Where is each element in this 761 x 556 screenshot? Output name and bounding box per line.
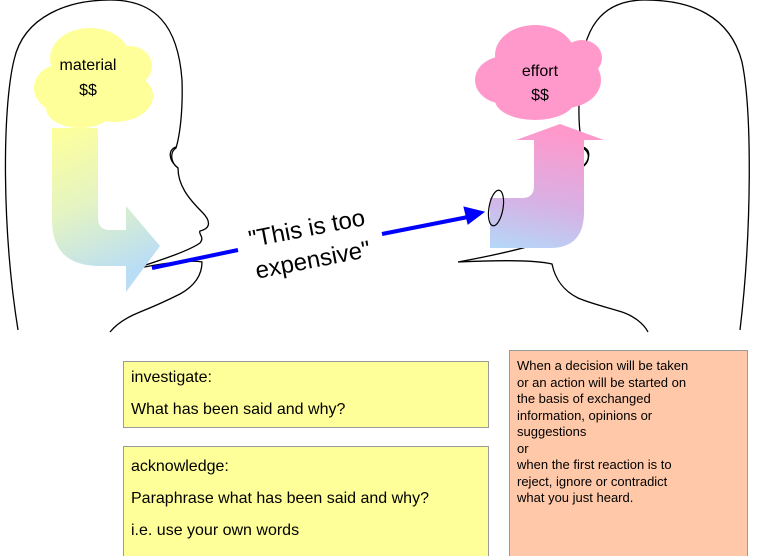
acknowledge-text: Paraphrase what has been said and why? xyxy=(131,490,429,507)
material-value: $$ xyxy=(79,82,97,99)
when-line: When a decision will be taken xyxy=(517,358,689,373)
when-line: suggestions xyxy=(517,424,587,439)
communication-diagram: "This is too expensive" material $$ effo… xyxy=(4,0,750,333)
when-line: information, opinions or xyxy=(517,407,653,423)
material-flow-arrow xyxy=(52,128,160,292)
when-line: reject, ignore or contradict xyxy=(517,473,668,489)
receiver-ear-icon xyxy=(487,189,505,227)
material-label: material xyxy=(60,57,117,74)
effort-label: effort xyxy=(522,63,559,80)
investigate-text: What has been said and why? xyxy=(131,401,346,418)
material-cloud xyxy=(34,28,153,128)
left-head-outline xyxy=(4,0,210,333)
acknowledge-title: acknowledge: xyxy=(131,458,229,475)
message-arrow xyxy=(151,206,486,270)
effort-value: $$ xyxy=(531,87,549,104)
left-ear xyxy=(169,146,179,169)
when-line: what you just heard. xyxy=(517,490,634,505)
investigate-title: investigate: xyxy=(131,369,212,386)
effort-flow-arrow xyxy=(490,124,604,248)
acknowledge-note: i.e. use your own words xyxy=(131,522,300,539)
when-line: or xyxy=(517,440,529,456)
acknowledge-box: acknowledge: Paraphrase what has been sa… xyxy=(123,446,489,556)
when-to-apply-box: When a decision will be taken or an acti… xyxy=(509,350,748,556)
speech-quote: "This is too expensive" xyxy=(246,204,372,284)
investigate-box: investigate: What has been said and why? xyxy=(123,361,489,428)
when-line: when the first reaction is to xyxy=(517,457,672,472)
effort-cloud xyxy=(475,25,602,120)
when-line: or an action will be started on xyxy=(517,374,687,390)
when-line: the basis of exchanged xyxy=(517,391,651,406)
